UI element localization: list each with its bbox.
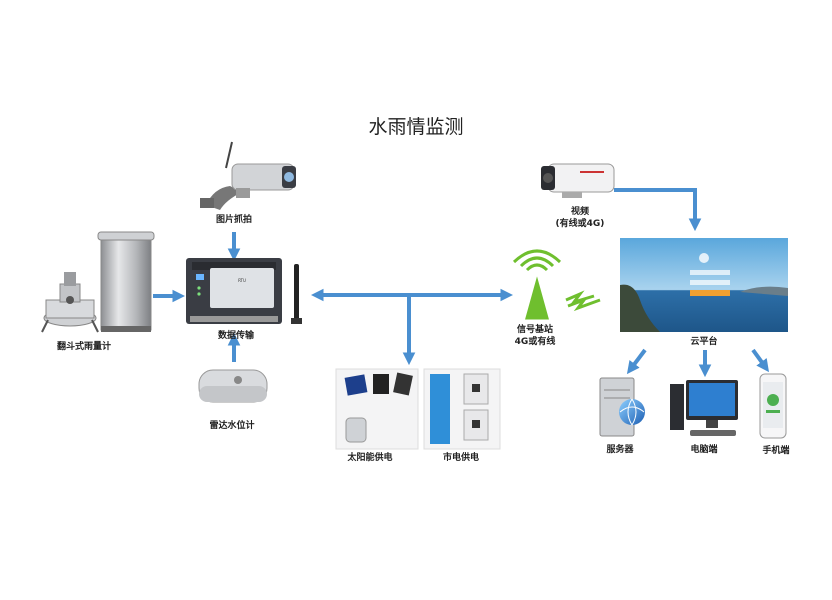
base-station-icon	[512, 249, 601, 320]
arrow-cloud-to-server	[626, 348, 647, 375]
video-label-line2: (有线或4G)	[556, 217, 605, 229]
mains-power-label: 市电供电	[443, 451, 479, 463]
rain-gauge-label: 翻斗式雨量计	[57, 340, 111, 352]
diagram-title: 水雨情监测	[368, 116, 464, 138]
video-label-line1: 视频	[571, 205, 589, 217]
pc-icon	[670, 380, 738, 436]
mobile-icon	[759, 373, 787, 439]
cloud-platform-screen	[620, 238, 788, 332]
connection-arrows	[153, 188, 769, 378]
solar-power-label: 太阳能供电	[346, 451, 392, 463]
rain-gauge-icon	[41, 231, 155, 333]
mains-power-icon	[423, 368, 501, 450]
base-station-label-line1: 信号基站	[517, 323, 553, 335]
mobile-label: 手机端	[762, 444, 789, 456]
solar-power-icon	[335, 368, 419, 450]
radar-level-label: 雷达水位计	[209, 419, 254, 431]
arrow-video-to-cloud	[614, 188, 702, 232]
pc-label: 电脑端	[690, 443, 717, 455]
data-transfer-device-icon: RTU	[186, 258, 302, 324]
arrow-cloud-to-mobile	[751, 348, 769, 373]
radar-level-icon	[198, 369, 268, 403]
svg-text:RTU: RTU	[238, 278, 246, 283]
snapshot-camera-icon	[200, 141, 296, 210]
video-camera-icon	[541, 163, 615, 198]
cloud-label: 云平台	[690, 335, 717, 347]
data-transfer-label: 数据传输	[218, 329, 255, 341]
server-label: 服务器	[606, 443, 634, 455]
server-icon	[599, 377, 645, 437]
capture-label: 图片抓拍	[216, 213, 252, 225]
base-station-label-line2: 4G或有线	[515, 335, 556, 347]
